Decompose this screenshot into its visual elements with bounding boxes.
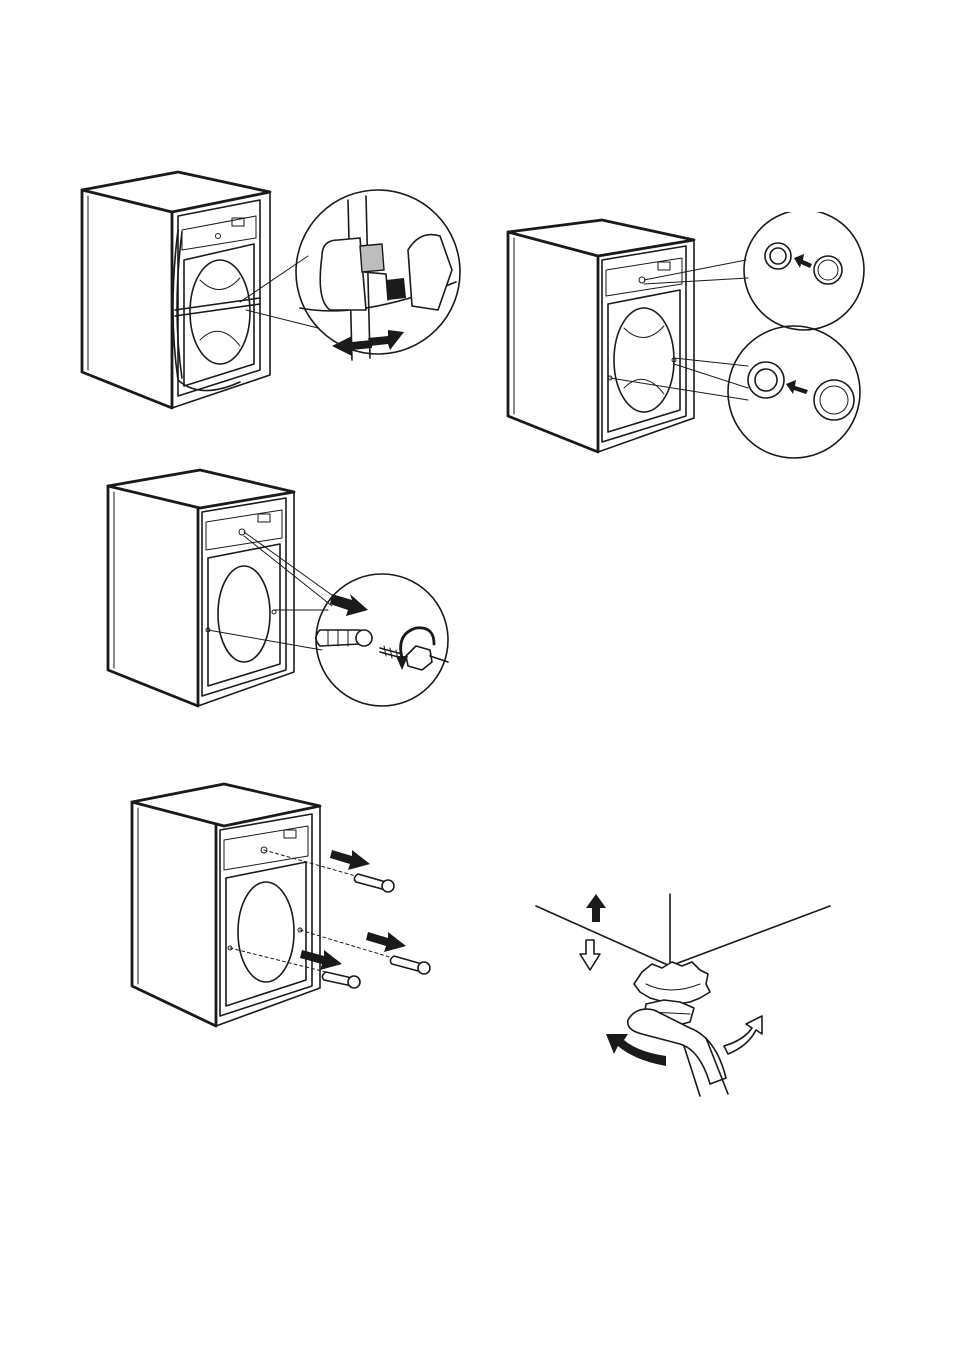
machine-rear-transit-bolts-remove-icon bbox=[120, 776, 450, 1036]
figure-rear-hole-caps bbox=[498, 212, 878, 472]
transit-bolt-1 bbox=[354, 874, 394, 892]
transit-bolt-2 bbox=[390, 956, 430, 974]
transit-bolt-3 bbox=[322, 972, 360, 988]
figure-adjustable-foot bbox=[530, 888, 840, 1098]
adjustable-foot-spanner-icon bbox=[530, 888, 840, 1098]
figure-rear-hose-bracket bbox=[60, 160, 480, 420]
figure-rear-transit-bolt bbox=[96, 466, 456, 716]
figure-rear-bolts-removed bbox=[120, 776, 450, 1036]
machine-rear-transit-bracket-removal-icon bbox=[60, 160, 480, 420]
machine-rear-transit-bolt-unscrew-icon bbox=[96, 466, 456, 716]
machine-rear-hole-caps-insert-icon bbox=[498, 212, 878, 472]
